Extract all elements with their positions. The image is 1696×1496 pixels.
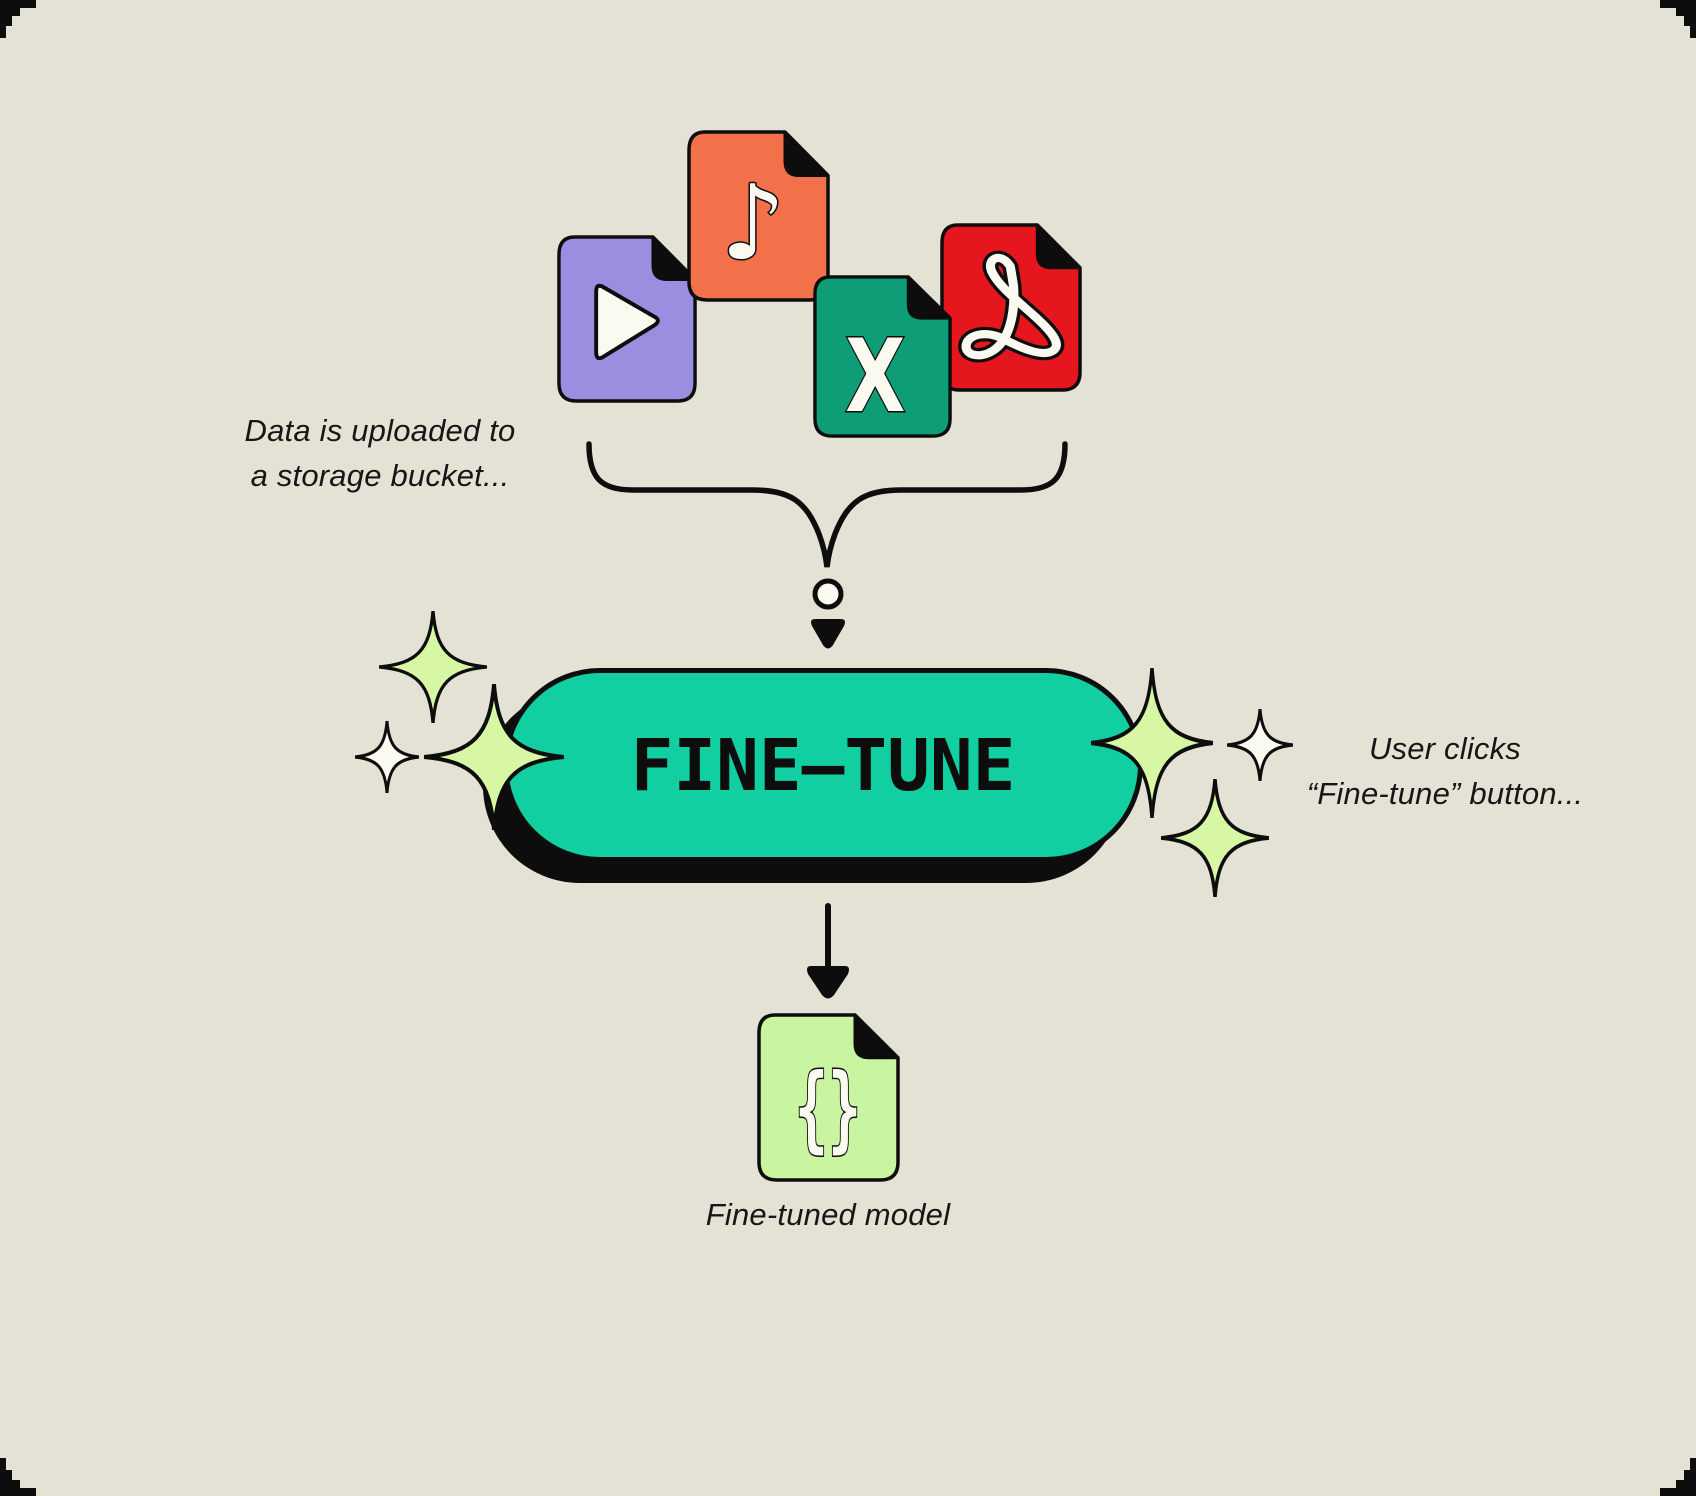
sparkle-icon (355, 721, 419, 793)
down-arrowhead-icon (807, 966, 849, 999)
letter-x-glyph: X (845, 318, 905, 435)
pdf-file-icon (940, 223, 1082, 392)
pixel-corner-bottom-left (0, 1448, 48, 1496)
funnel-brace (586, 441, 1068, 568)
model-caption: Fine-tuned model (628, 1192, 1028, 1237)
small-arrowhead-icon (811, 619, 845, 649)
file-fold (906, 275, 952, 320)
flow-dot (812, 578, 844, 610)
click-caption-line1: User clicks (1368, 731, 1522, 766)
fine-tune-button[interactable]: FINE—TUNE (503, 668, 1143, 862)
upload-caption-line1: Data is uploaded to (244, 413, 516, 448)
model-caption-label: Fine-tuned model (705, 1197, 951, 1232)
click-caption: User clicks “Fine-tune” button... (1240, 726, 1650, 816)
click-caption-line2: “Fine-tune” button... (1306, 776, 1584, 811)
upload-caption-line2: a storage bucket... (250, 458, 510, 493)
file-fold (783, 130, 830, 178)
sparkle-icon (379, 611, 487, 723)
audio-file-icon: ♪ (687, 130, 830, 302)
file-fold (651, 235, 697, 281)
music-note-icon: ♪ (720, 164, 785, 284)
acrobat-swirl-icon (958, 250, 1065, 363)
pixel-corner-top-left (0, 0, 36, 38)
pixel-corner-bottom-right (1648, 1448, 1696, 1496)
play-icon (594, 283, 660, 361)
pixel-corner-top-right (1648, 0, 1696, 48)
video-file-icon (557, 235, 697, 403)
spreadsheet-file-icon: X (813, 275, 952, 438)
braces-glyph: {} (795, 1055, 861, 1164)
file-fold (853, 1013, 900, 1060)
file-fold (1035, 223, 1082, 270)
model-file-icon: {} (757, 1013, 900, 1182)
upload-caption: Data is uploaded to a storage bucket... (180, 408, 580, 498)
fine-tune-button-label: FINE—TUNE (630, 723, 1016, 807)
